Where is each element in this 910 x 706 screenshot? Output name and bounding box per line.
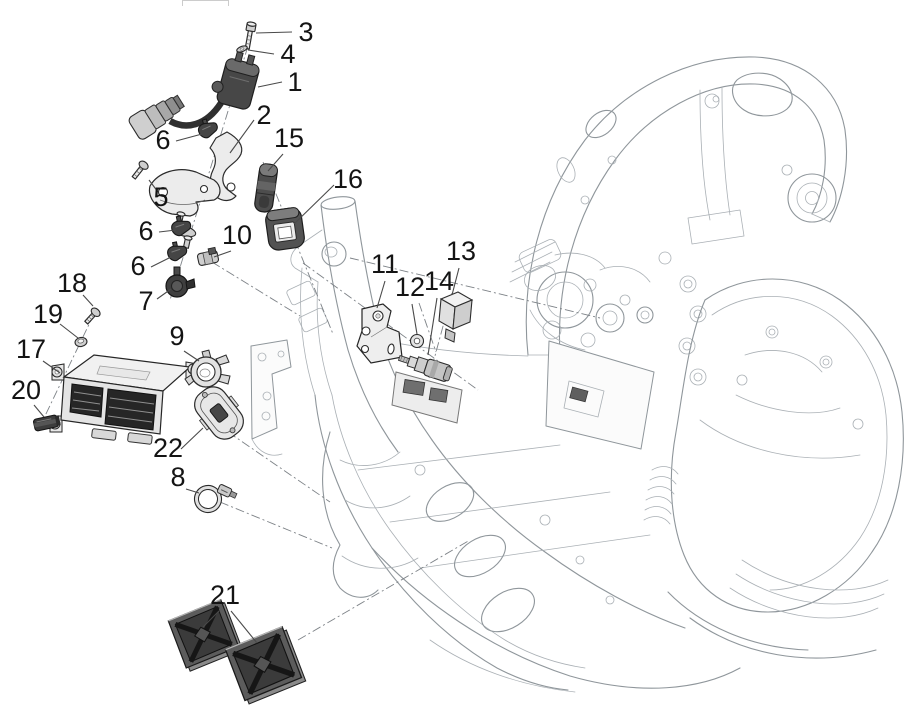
- callout-label-10-9: 10: [222, 220, 252, 250]
- callout-label-6-4: 6: [155, 125, 170, 155]
- part-15-rubber-strap: [254, 163, 278, 213]
- leader-line-6-0: [150, 256, 172, 268]
- part-19-nut: [74, 336, 88, 348]
- part-20-clip: [33, 414, 61, 432]
- callout-label-9-19: 9: [169, 321, 184, 351]
- part-14-sensor-switch: [397, 355, 453, 382]
- leader-line-9-0: [183, 350, 200, 362]
- leader-line-13-0: [451, 267, 460, 296]
- leader-line-8-0: [185, 488, 200, 494]
- leader-line-21-0: [202, 610, 220, 628]
- callout-label-11-12: 11: [371, 249, 399, 279]
- leader-line-17-0: [42, 360, 61, 374]
- part-4-washer: [236, 45, 248, 53]
- part-9-clamp-grommet: [184, 349, 231, 388]
- part-7-sensor: [165, 266, 196, 298]
- leader-line-3-0: [255, 31, 293, 34]
- leader-line-14-0: [427, 297, 438, 356]
- part-6-cable-clip-3: [167, 241, 188, 262]
- callout-label-18-16: 18: [57, 268, 87, 298]
- callout-label-5-7: 5: [153, 182, 168, 212]
- part-3-bolt: [244, 21, 257, 50]
- part-17-ecu: [49, 354, 199, 445]
- leader-line-6-0: [175, 133, 203, 142]
- callout-label-22-21: 22: [153, 433, 183, 463]
- callout-label-6-8: 6: [138, 216, 153, 246]
- coil-body: [211, 51, 260, 110]
- part-1-ignition-coil: [128, 51, 260, 140]
- part-16-rubber-boot: [265, 207, 305, 251]
- callout-label-12-13: 12: [395, 272, 425, 302]
- leader-line-12-0: [411, 303, 418, 335]
- callout-label-3-0: 3: [298, 17, 313, 47]
- callout-label-1-2: 1: [287, 67, 302, 97]
- callout-label-21-23: 21: [210, 580, 240, 610]
- leader-line-18-0: [82, 294, 94, 307]
- leader-line-15-0: [267, 153, 284, 172]
- callout-label-6-10: 6: [130, 251, 145, 281]
- part-10-clip: [196, 246, 220, 266]
- callout-label-16-6: 16: [333, 164, 363, 194]
- callout-label-17-18: 17: [16, 334, 46, 364]
- part-13-relay: [438, 291, 474, 343]
- callout-label-14-14: 14: [424, 266, 454, 296]
- leader-line-5-0: [148, 179, 159, 193]
- callout-label-4-1: 4: [280, 39, 295, 69]
- part-21-rubber-pads: [167, 598, 307, 705]
- leader-line-16-0: [293, 184, 335, 225]
- callout-label-7-11: 7: [138, 286, 153, 316]
- callout-label-19-17: 19: [33, 299, 63, 329]
- leader-line-11-0: [376, 280, 386, 309]
- part-6-cable-clip-2: [171, 215, 192, 237]
- callout-label-13-15: 13: [446, 236, 476, 266]
- parts-layer: [33, 21, 474, 705]
- part-5-bolt: [131, 160, 149, 180]
- part-22-cover-plate: [194, 386, 244, 440]
- leader-line-1-0: [257, 81, 283, 88]
- leader-line-19-0: [59, 323, 79, 339]
- callout-label-20-20: 20: [11, 375, 41, 405]
- leader-line-21-1: [230, 610, 258, 644]
- part-12-washer: [409, 333, 425, 349]
- scooter-frame-drawing: [250, 56, 904, 693]
- spark-plug-cap: [128, 94, 185, 140]
- leader-line-4-0: [247, 49, 275, 55]
- callout-label-2-3: 2: [256, 100, 271, 130]
- leader-line-10-0: [213, 250, 232, 258]
- axis-lines: [43, 45, 601, 641]
- part-8-hose-clamp: [193, 484, 238, 514]
- leader-line-2-0: [229, 119, 255, 154]
- leader-line-6-0: [158, 229, 177, 233]
- top-edge-artifact: [182, 0, 229, 6]
- callout-label-15-5: 15: [274, 123, 304, 153]
- callout-label-8-22: 8: [170, 462, 185, 492]
- engine-drawing: [509, 239, 654, 351]
- leader-line-20-0: [33, 404, 45, 418]
- leader-line-7-0: [156, 288, 172, 300]
- part-11-mounting-bracket: [356, 303, 403, 364]
- leader-line-22-0: [180, 427, 204, 450]
- part-18-bolt: [84, 307, 101, 325]
